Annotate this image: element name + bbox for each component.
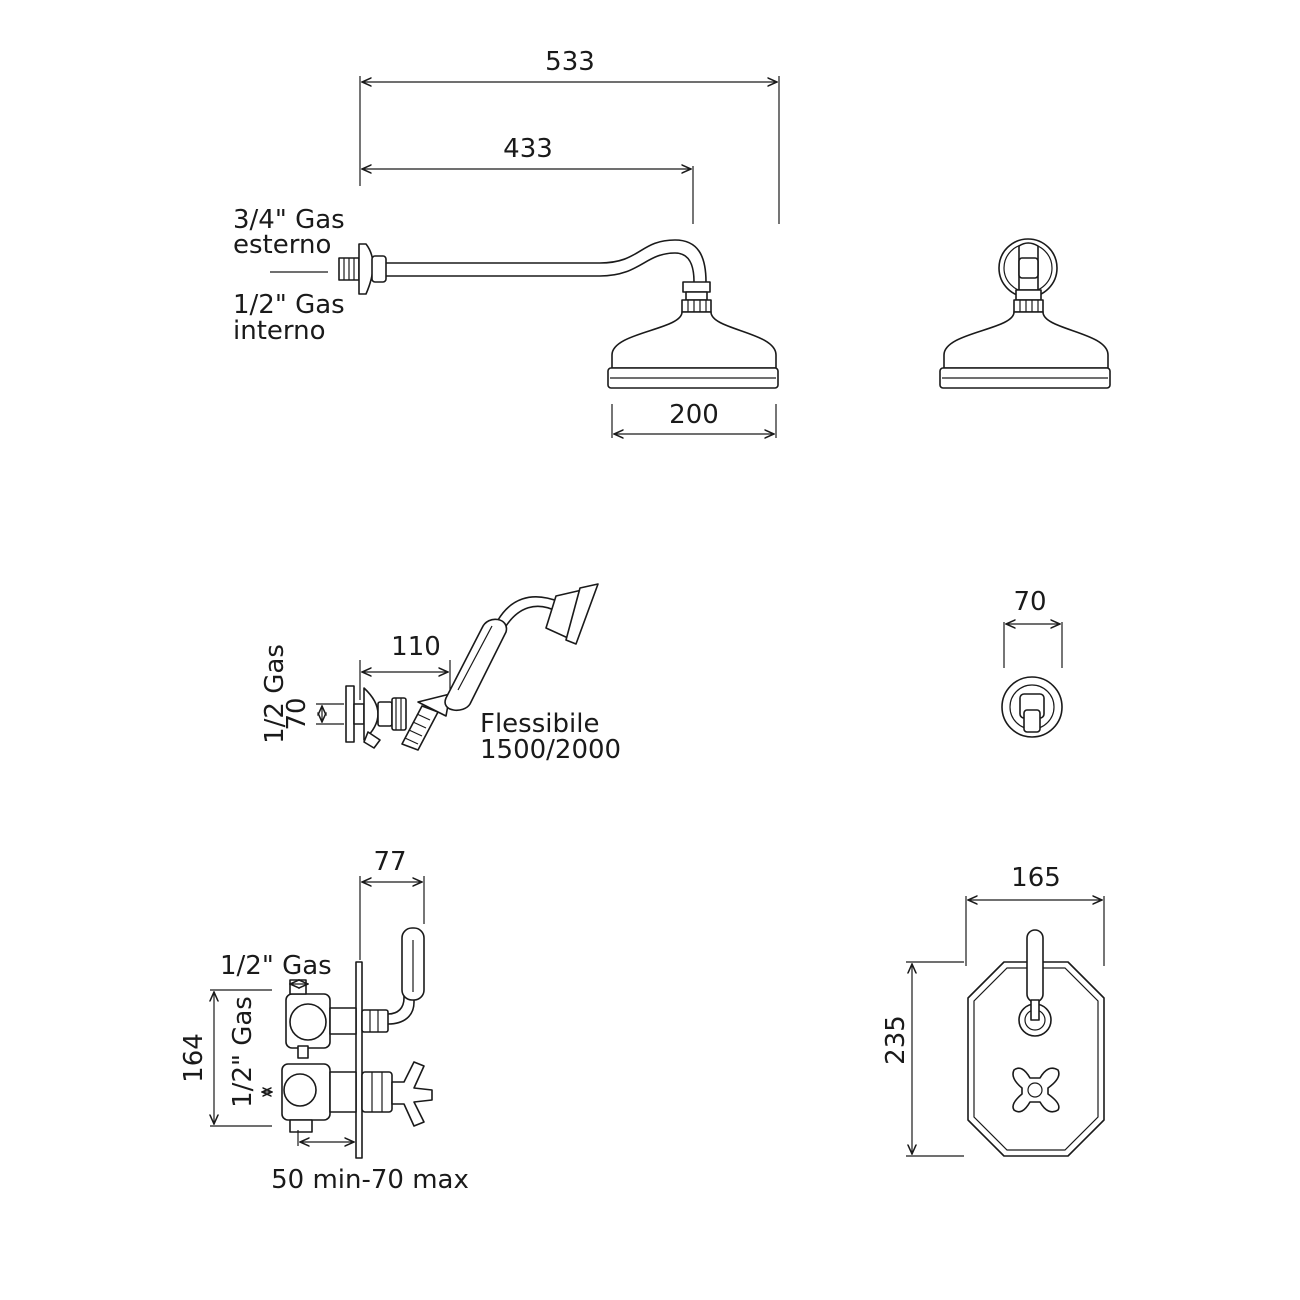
cross-handle-front xyxy=(1012,1067,1060,1113)
hand-thread-label: 1/2 Gas xyxy=(260,644,290,744)
hand-outlet-thread xyxy=(353,703,365,725)
thread-internal-sub: interno xyxy=(233,316,326,346)
hand-shower-face xyxy=(565,583,599,645)
hand-shower-handle xyxy=(444,618,508,711)
dim-label-70-front: 70 xyxy=(1013,587,1046,617)
shower-head-side-view xyxy=(270,76,780,438)
shower-head-bell xyxy=(611,311,777,369)
hand-outlet-front-view xyxy=(1001,622,1063,738)
mixer-front-view xyxy=(906,896,1105,1157)
hand-outlet-tip xyxy=(363,731,381,749)
mixer-lever-front xyxy=(1026,929,1044,1003)
hose xyxy=(401,705,439,751)
diverter-nut xyxy=(361,1009,389,1033)
hose-connector xyxy=(391,697,407,731)
mixer-cover-plate xyxy=(355,961,363,1159)
thermostat-cartridge xyxy=(361,1071,393,1113)
dim-label-235: 235 xyxy=(881,1015,911,1065)
flange-collar xyxy=(371,255,387,283)
front-bell xyxy=(943,311,1109,369)
shower-arm xyxy=(386,239,707,283)
hose-length-label: 1500/2000 xyxy=(480,735,621,765)
mixer-thread-top-label: 1/2" Gas xyxy=(220,951,332,981)
dim-label-depth: 50 min-70 max xyxy=(271,1165,469,1195)
dim-label-77: 77 xyxy=(373,847,406,877)
dim-label-164: 164 xyxy=(179,1033,209,1083)
dim-label-433: 433 xyxy=(503,134,553,164)
ball-joint xyxy=(681,299,712,313)
cross-handle-side xyxy=(391,1061,433,1127)
hose-label: Flessibile xyxy=(480,709,599,739)
dim-label-110: 110 xyxy=(391,632,441,662)
top-inlet xyxy=(289,979,307,995)
dim-label-533: 533 xyxy=(545,47,595,77)
mixer-side-view xyxy=(210,876,433,1159)
dim-label-200: 200 xyxy=(669,400,719,430)
dim-label-165: 165 xyxy=(1011,863,1061,893)
hand-wall-plate xyxy=(345,685,355,743)
thread-external-label: 3/4" Gas xyxy=(233,205,345,235)
shower-head-front-view xyxy=(939,238,1111,389)
dim-label-70-side: 70 xyxy=(282,697,312,730)
hand-shower-side-view xyxy=(316,583,599,751)
thread-internal-label: 1/2" Gas xyxy=(233,290,345,320)
hand-outlet-dome xyxy=(363,687,379,741)
thread-external-sub: esterno xyxy=(233,230,331,260)
mixer-thread-side-label: 1/2" Gas xyxy=(228,996,258,1108)
lever-stem xyxy=(387,996,415,1025)
hand-shower-neck xyxy=(497,596,561,621)
arm-nut xyxy=(682,281,711,293)
wall-flange xyxy=(358,243,374,295)
mixer-front-plate xyxy=(967,961,1105,1157)
